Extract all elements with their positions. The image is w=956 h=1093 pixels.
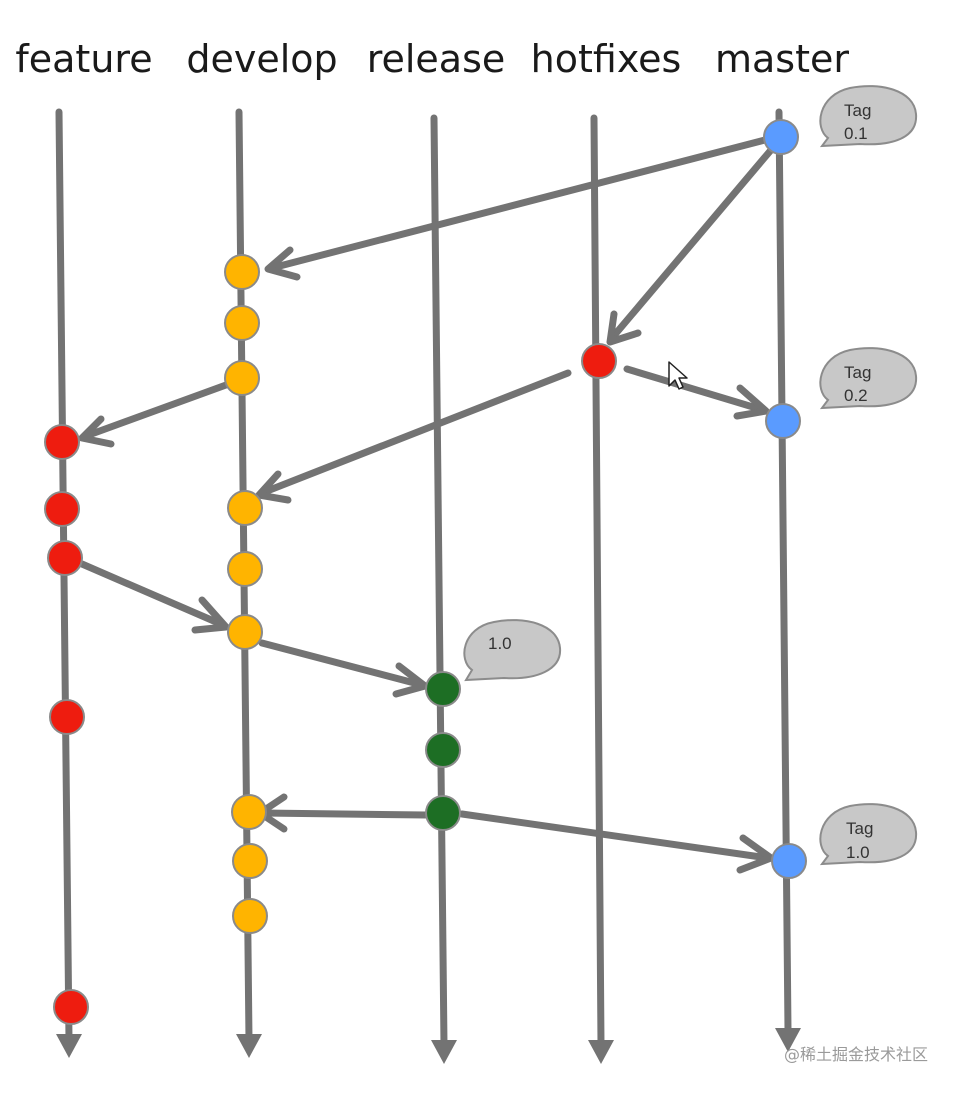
arrow-head-icon [56,1034,82,1058]
tag-label-line1: Tag [844,101,871,120]
arrow-release-to-master [458,810,775,874]
branch-label-feature: feature [15,37,152,81]
arrow-hotfix-to-develop [255,369,572,504]
branch-label-master: master [715,37,849,81]
tag-label-line2: 0.1 [844,124,868,143]
speech-bubble-icon [463,619,562,682]
commit-master [763,119,799,155]
commit-develop [231,794,267,830]
branch-labels: feature develop release hotfixes master [15,37,849,81]
commit-develop [227,551,263,587]
arrow-master-to-hotfix [606,146,775,346]
commit-develop [224,305,260,341]
commit-develop [227,614,263,650]
arrow-head-icon [431,1040,457,1064]
cursor-icon [668,361,688,390]
commit-release [425,795,461,831]
branch-timelines [55,108,792,1049]
branch-label-hotfixes: hotfixes [531,37,682,81]
tag-label-line2: 0.2 [844,386,868,405]
watermark: @稀土掘金技术社区 [784,1045,928,1064]
branch-label-release: release [367,37,506,81]
timeline-master [775,108,792,1034]
branch-label-develop: develop [186,37,337,81]
tag-label-line2: 1.0 [488,634,512,653]
tag-bubble-0-1: Tag 0.1 [819,85,918,148]
commit-master [765,403,801,439]
commit-develop [232,898,268,934]
commit-develop [232,843,268,879]
tag-bubble-1-0: Tag 1.0 [819,803,918,866]
arrow-head-icon [236,1034,262,1058]
arrow-hotfix-to-master [623,365,770,420]
tag-bubble-release-1-0: 1.0 [463,619,562,682]
commit-release [425,671,461,707]
merge-arrows [78,136,775,874]
commit-feature [49,699,85,735]
commit-feature [53,989,89,1025]
arrow-release-to-develop [256,793,430,833]
commit-feature [44,491,80,527]
commits [44,119,807,1025]
tag-bubbles: Tag 0.1 Tag 0.2 1.0 Tag 1.0 [463,85,918,866]
tag-label-line1: Tag [846,819,873,838]
commit-hotfix [581,343,617,379]
timeline-release [430,114,448,1049]
arrow-head-icon [588,1040,614,1064]
arrow-master-to-develop [264,136,769,281]
commit-release [425,732,461,768]
commit-develop [227,490,263,526]
tag-label-line1: Tag [844,363,871,382]
speech-bubble-icon [819,85,918,148]
commit-develop [224,360,260,396]
tag-bubble-0-2: Tag 0.2 [819,347,918,410]
arrow-develop-to-release [258,639,429,698]
commit-feature [44,424,80,460]
timeline-feature [55,108,73,1044]
arrow-head-icon [775,1028,801,1052]
tag-label-line2: 1.0 [846,843,870,862]
commit-feature [47,540,83,576]
arrow-feature-to-develop [78,560,230,634]
arrow-develop-to-feature [78,381,230,448]
speech-bubble-icon [819,803,918,866]
timeline-hotfixes [590,114,605,1049]
timeline-arrowheads [56,1028,801,1064]
speech-bubble-icon [819,347,918,410]
commit-develop [224,254,260,290]
commit-master [771,843,807,879]
